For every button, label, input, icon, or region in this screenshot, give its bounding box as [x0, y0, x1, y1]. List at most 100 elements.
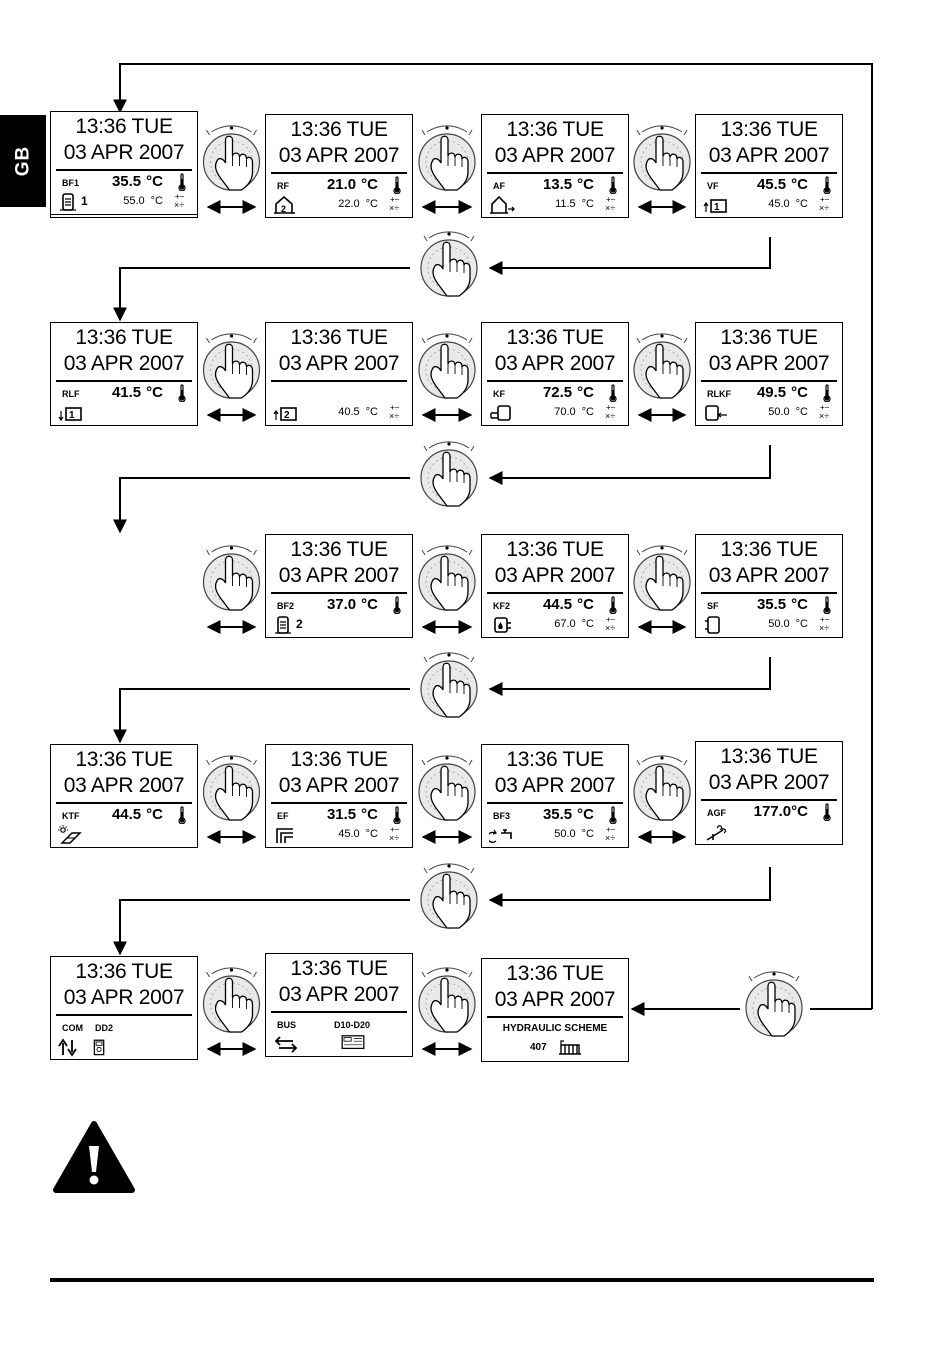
setpoint-temperature-value: 55.0 — [123, 195, 145, 207]
adjust-icon: +−×÷ — [605, 403, 616, 421]
svg-text:+−: +− — [606, 615, 616, 624]
flue-gas-icon — [706, 825, 727, 841]
setpoint-temperature: 50.0°C — [768, 406, 808, 418]
circuit-number: 2 — [296, 617, 303, 631]
svg-text:1: 1 — [69, 410, 75, 421]
lcd-divider — [701, 799, 837, 801]
adjust-icon: +−×÷ — [819, 195, 830, 213]
actual-temperature: 13.5°C — [543, 176, 594, 193]
actual-temperature: 49.5°C — [757, 384, 808, 401]
lcd-divider — [271, 802, 407, 804]
boiler-icon — [490, 405, 511, 421]
lcd-date: 03 APR 2007 — [278, 352, 400, 375]
lcd-divider — [701, 592, 837, 594]
sensor-label: RLF — [62, 389, 80, 399]
lcd-time: 13:36 TUE — [75, 748, 173, 771]
setpoint-temperature: 45.0°C — [768, 198, 808, 210]
lcd-time: 13:36 TUE — [290, 118, 388, 141]
svg-text:×÷: ×÷ — [389, 411, 399, 421]
lcd-date: 03 APR 2007 — [278, 983, 400, 1006]
lcd-time: 13:36 TUE — [506, 538, 604, 561]
sensor-label: BUS — [277, 1020, 297, 1030]
lcd-divider — [487, 380, 623, 382]
sensor-label: COM — [62, 1023, 83, 1033]
actual-temperature-value: 35.5 — [542, 806, 573, 823]
temperature-unit: °C — [791, 176, 808, 193]
sensor-label: KTF — [62, 811, 80, 821]
temperature-unit: °C — [791, 803, 808, 820]
lcd-time: 13:36 TUE — [290, 748, 388, 771]
actual-temperature-value: 41.5 — [111, 384, 142, 401]
setpoint-temperature-value: 11.5 — [555, 198, 576, 210]
temperature-unit: °C — [365, 198, 378, 210]
actual-temperature: 31.5°C — [327, 806, 378, 823]
rotary-knob-icon — [202, 967, 261, 1033]
row-link-up — [488, 445, 771, 485]
sensor-label: KF2 — [493, 601, 511, 611]
thermometer-icon — [609, 384, 617, 402]
temperature-unit: °C — [795, 618, 808, 630]
actual-temperature-value: 177.0 — [753, 803, 792, 820]
svg-text:+−: +− — [606, 403, 616, 412]
thermometer-icon — [393, 806, 401, 824]
svg-text:1: 1 — [714, 202, 720, 213]
lcd-time: 13:36 TUE — [75, 115, 173, 138]
rotary-knob-icon — [418, 125, 476, 191]
adjust-icon: +−×÷ — [605, 195, 616, 213]
rotary-knob-icon — [202, 755, 261, 821]
adjust-icon: +−×÷ — [819, 403, 830, 421]
circuit-number: 1 — [81, 194, 88, 208]
hydraulic-scheme-number: 407 — [530, 1042, 547, 1053]
rotary-knob-icon — [420, 441, 478, 507]
lcd-divider — [487, 802, 623, 804]
sensor-label: BF3 — [493, 811, 511, 821]
dhw-tank-icon — [275, 616, 291, 634]
thermometer-icon — [393, 176, 401, 194]
return-circuit-1-icon: 1 — [58, 407, 82, 422]
row-link-up — [488, 657, 771, 696]
radiator-icon — [276, 828, 293, 843]
svg-text:+−: +− — [606, 195, 616, 204]
actual-temperature: 35.5°C — [112, 173, 163, 190]
actual-temperature: 177.0°C — [754, 803, 808, 820]
temperature-unit: °C — [577, 806, 594, 823]
rotary-knob-icon — [633, 333, 691, 399]
sensor-label: AF — [493, 181, 505, 191]
temperature-unit: °C — [146, 384, 163, 401]
rotary-knob-icon — [202, 333, 261, 399]
adjust-icon: +−×÷ — [605, 825, 616, 843]
temperature-unit: °C — [361, 806, 378, 823]
svg-text:+−: +− — [390, 825, 400, 834]
actual-temperature-value: 35.5 — [756, 596, 787, 613]
svg-text:×÷: ×÷ — [605, 203, 615, 213]
thermometer-icon — [178, 806, 186, 824]
sensor-label: VF — [707, 181, 719, 191]
lcd-date: 03 APR 2007 — [494, 564, 616, 587]
lcd-divider — [271, 1011, 407, 1013]
rotary-knob-icon — [418, 755, 476, 821]
rotary-knob-icon — [418, 967, 476, 1033]
lcd-date: 03 APR 2007 — [63, 352, 185, 375]
thermometer-icon — [823, 803, 831, 821]
lcd-time: 13:36 TUE — [75, 326, 173, 349]
rotary-knob-icon — [420, 652, 478, 718]
lcd-time: 13:36 TUE — [506, 962, 604, 985]
temperature-unit: °C — [361, 176, 378, 193]
thermometer-icon — [609, 806, 617, 824]
rotary-knob-icon — [633, 755, 691, 821]
temperature-unit: °C — [577, 176, 594, 193]
setpoint-temperature: 50.0°C — [554, 828, 594, 840]
lcd-date: 03 APR 2007 — [494, 352, 616, 375]
flow-circuit-1-icon: 1 — [703, 199, 727, 213]
temperature-unit: °C — [791, 384, 808, 401]
svg-text:+−: +− — [390, 195, 400, 204]
